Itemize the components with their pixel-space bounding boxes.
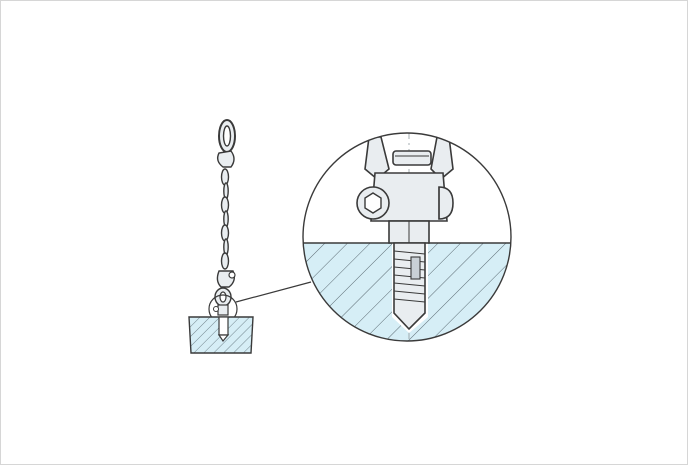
overview-assembly [188,119,254,354]
threaded-shank [393,242,426,331]
connecting-link [216,150,235,168]
detail-circle [302,132,512,342]
chain [220,168,230,270]
magnified-detail [302,132,512,342]
eye-bolt-small [213,287,232,316]
base-block [188,316,254,354]
detail-leader-line [235,281,312,303]
